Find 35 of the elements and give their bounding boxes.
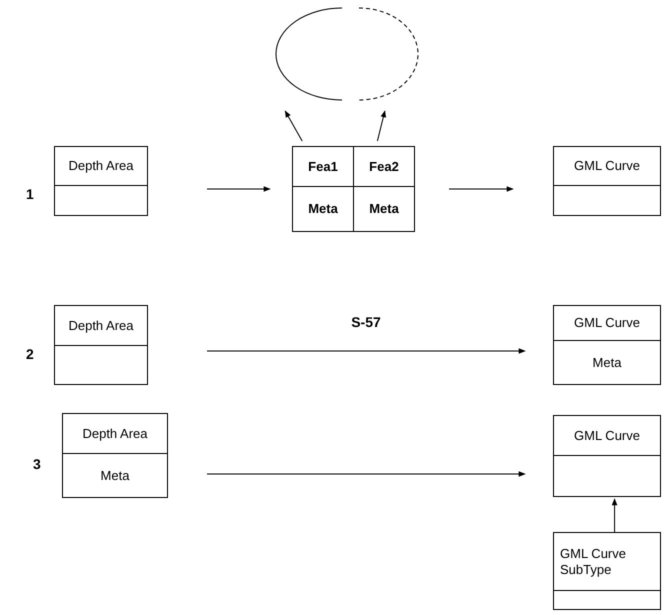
class-box bbox=[54, 305, 148, 385]
arrow bbox=[376, 110, 386, 142]
cell-text: Meta bbox=[308, 201, 338, 217]
ellipse-half-arc bbox=[358, 7, 419, 101]
attribute-text: Meta bbox=[100, 468, 130, 484]
class-name: GML Curve SubType bbox=[560, 546, 627, 578]
row-number: 3 bbox=[33, 456, 41, 472]
cell-text: Fea1 bbox=[308, 158, 338, 174]
class-box bbox=[62, 413, 168, 498]
class-name: Depth Area bbox=[68, 158, 134, 174]
edge-label: S-57 bbox=[349, 314, 383, 330]
arrow bbox=[448, 186, 514, 192]
class-name: GML Curve bbox=[574, 158, 640, 174]
attribute-text: Meta bbox=[592, 354, 622, 370]
arrow bbox=[284, 110, 303, 142]
row-number: 1 bbox=[26, 186, 34, 202]
arrow bbox=[612, 498, 618, 532]
class-name: GML Curve bbox=[574, 315, 640, 331]
arrow bbox=[206, 471, 526, 477]
class-name: GML Curve bbox=[574, 428, 640, 444]
arrow bbox=[206, 348, 526, 354]
class-box bbox=[553, 415, 661, 497]
cell-text: Fea2 bbox=[369, 158, 399, 174]
class-name: Depth Area bbox=[82, 426, 148, 442]
table-box bbox=[292, 146, 415, 232]
table-cell bbox=[293, 147, 354, 187]
class-name: Depth Area bbox=[68, 318, 134, 334]
class-box bbox=[54, 146, 148, 216]
class-box bbox=[553, 146, 661, 216]
arrow bbox=[206, 186, 271, 192]
row-number: 2 bbox=[26, 346, 34, 362]
class-box bbox=[553, 305, 661, 385]
class-box bbox=[553, 532, 661, 610]
cell-text: Meta bbox=[369, 201, 399, 217]
ellipse-half-arc bbox=[275, 7, 343, 101]
